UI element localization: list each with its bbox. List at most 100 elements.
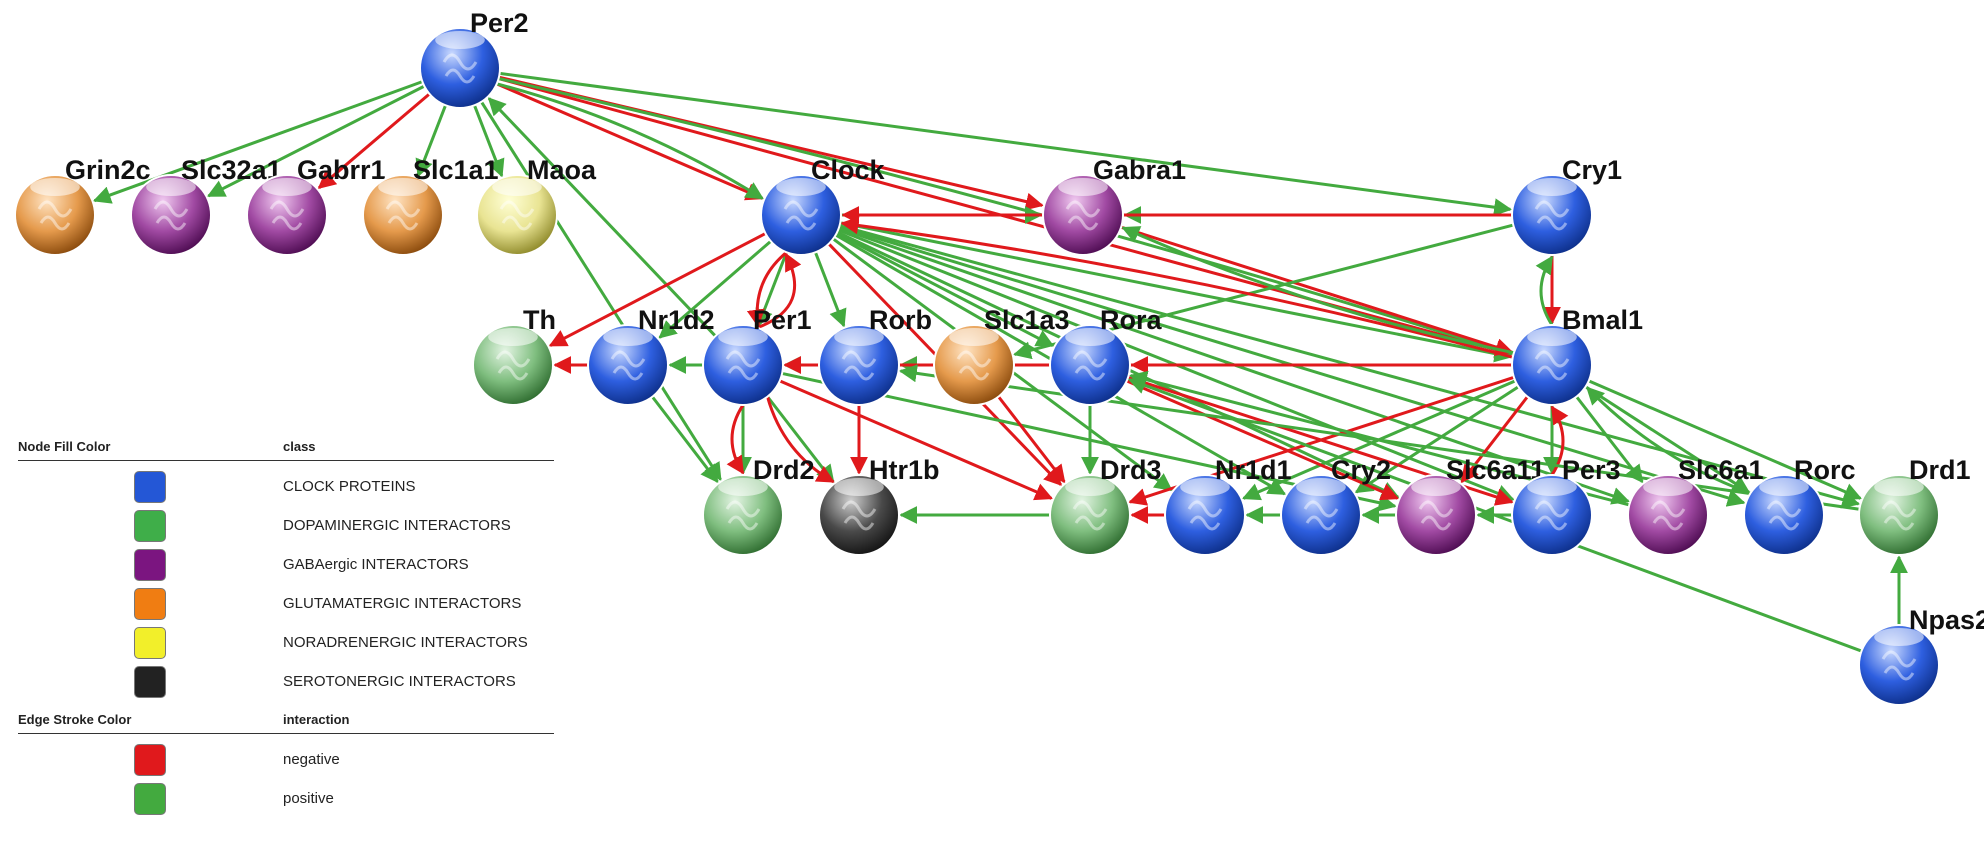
edge-bmal1-clock-negative bbox=[840, 216, 1514, 359]
edge-per1-clock-negative bbox=[756, 252, 802, 330]
legend-row-nor: NORADRENERGIC INTERACTORS bbox=[18, 623, 554, 662]
node-per3: Per3 bbox=[1511, 455, 1621, 556]
node-grin2c: Grin2c bbox=[14, 155, 151, 256]
node-highlight bbox=[262, 178, 312, 196]
node-nr1d2: Nr1d2 bbox=[587, 305, 715, 406]
node-sphere bbox=[1280, 474, 1362, 556]
node-label: Th bbox=[523, 305, 556, 335]
legend-row-negative: negative bbox=[18, 740, 554, 779]
edge-bmal1-slc6a1-positive bbox=[1575, 395, 1644, 484]
node-highlight bbox=[1527, 478, 1577, 496]
node-sphere bbox=[818, 324, 900, 406]
node-sphere bbox=[1743, 474, 1825, 556]
edge-drd1-rorb-positive bbox=[898, 364, 1860, 511]
legend-row-glu: GLUTAMATERGIC INTERACTORS bbox=[18, 584, 554, 623]
node-cry1: Cry1 bbox=[1511, 155, 1622, 256]
legend-row-dopa: DOPAMINERGIC INTERACTORS bbox=[18, 506, 554, 545]
node-highlight bbox=[718, 328, 768, 346]
edge-bmal1-gabra1-positive bbox=[1121, 226, 1515, 355]
node-highlight bbox=[1411, 478, 1461, 496]
node-highlight bbox=[776, 178, 826, 196]
protein-structure-icon bbox=[1534, 500, 1570, 531]
edge-bmal1-cry2-positive bbox=[1354, 385, 1520, 494]
legend-swatch-clock bbox=[134, 470, 166, 503]
node-sphere bbox=[1395, 474, 1477, 556]
node-highlight bbox=[492, 178, 542, 196]
protein-structure-icon bbox=[956, 350, 992, 381]
edge-per2-drd2-positive bbox=[480, 100, 722, 482]
protein-structure-icon bbox=[1766, 500, 1802, 531]
node-sphere bbox=[476, 174, 558, 256]
protein-structure-icon bbox=[1418, 500, 1454, 531]
protein-structure-icon bbox=[841, 350, 877, 381]
node-label: Cry2 bbox=[1331, 455, 1391, 485]
node-label: Per1 bbox=[753, 305, 812, 335]
node-highlight bbox=[603, 328, 653, 346]
node-sphere bbox=[1049, 474, 1131, 556]
edge-per2-slc1a1-positive bbox=[415, 104, 447, 178]
node-highlight bbox=[146, 178, 196, 196]
node-label: Slc32a1 bbox=[181, 155, 282, 185]
legend-node-header-title: Node Fill Color bbox=[18, 438, 111, 454]
node-htr1b: Htr1b bbox=[818, 455, 940, 556]
protein-structure-icon bbox=[37, 200, 73, 231]
node-label: Drd2 bbox=[753, 455, 815, 485]
edge-clock-rora-positive bbox=[835, 232, 1055, 347]
protein-structure-icon bbox=[725, 500, 761, 531]
legend-label: positive bbox=[283, 790, 334, 807]
edge-clock-bmal1-positive bbox=[839, 221, 1513, 363]
node-gabra1: Gabra1 bbox=[1042, 155, 1186, 256]
node-slc1a1: Slc1a1 bbox=[362, 155, 499, 256]
node-label: Rora bbox=[1100, 305, 1162, 335]
edge-per1-drd2-negative bbox=[726, 404, 745, 475]
node-highlight bbox=[1527, 328, 1577, 346]
node-sphere bbox=[1049, 324, 1131, 406]
node-gabrr1: Gabrr1 bbox=[246, 155, 386, 256]
node-highlight bbox=[949, 328, 999, 346]
legend-swatch-dopa bbox=[134, 509, 166, 542]
node-highlight bbox=[1058, 178, 1108, 196]
node-label: Nr1d2 bbox=[638, 305, 715, 335]
node-highlight bbox=[1643, 478, 1693, 496]
protein-structure-icon bbox=[610, 350, 646, 381]
node-sphere bbox=[760, 174, 842, 256]
legend-row-positive: positive bbox=[18, 779, 554, 818]
node-sphere bbox=[1858, 474, 1940, 556]
node-sphere bbox=[933, 324, 1015, 406]
node-highlight bbox=[1874, 478, 1924, 496]
node-rora: Rora bbox=[1049, 305, 1162, 406]
protein-structure-icon bbox=[1534, 200, 1570, 231]
node-label: Cry1 bbox=[1562, 155, 1622, 185]
edge-per2-maoa-positive bbox=[473, 104, 505, 178]
node-slc32a1: Slc32a1 bbox=[130, 155, 282, 256]
node-label: Rorb bbox=[869, 305, 932, 335]
legend-swatch-gaba bbox=[134, 548, 166, 581]
node-nr1d1: Nr1d1 bbox=[1164, 455, 1292, 556]
node-highlight bbox=[834, 478, 884, 496]
node-label: Nr1d1 bbox=[1215, 455, 1292, 485]
node-sphere bbox=[1511, 174, 1593, 256]
node-rorb: Rorb bbox=[818, 305, 932, 406]
protein-structure-icon bbox=[1881, 500, 1917, 531]
node-label: Grin2c bbox=[65, 155, 151, 185]
legend-swatch-sero bbox=[134, 665, 166, 698]
edge-clock-nr1d2-positive bbox=[658, 240, 772, 339]
edge-per2-gabrr1-negative bbox=[317, 92, 431, 189]
legend-swatch-glu bbox=[134, 587, 166, 620]
node-highlight bbox=[488, 328, 538, 346]
edge-per2-bmal1-positive bbox=[498, 77, 1514, 358]
node-label: Clock bbox=[811, 155, 886, 185]
edge-per1-htr1b-negative bbox=[766, 396, 835, 484]
node-npas2: Npas2 bbox=[1858, 605, 1984, 706]
protein-structure-icon bbox=[499, 200, 535, 231]
node-per2: Per2 bbox=[419, 8, 529, 109]
node-sphere bbox=[14, 174, 96, 256]
legend-swatch-negative bbox=[134, 743, 166, 776]
legend-edge-header-title: Edge Stroke Color bbox=[18, 711, 132, 727]
edge-bmal1-slc6a11-negative bbox=[1460, 395, 1529, 484]
node-highlight bbox=[1874, 628, 1924, 646]
legend-node-header: Node Fill Color class bbox=[18, 432, 554, 461]
node-sphere bbox=[702, 474, 784, 556]
